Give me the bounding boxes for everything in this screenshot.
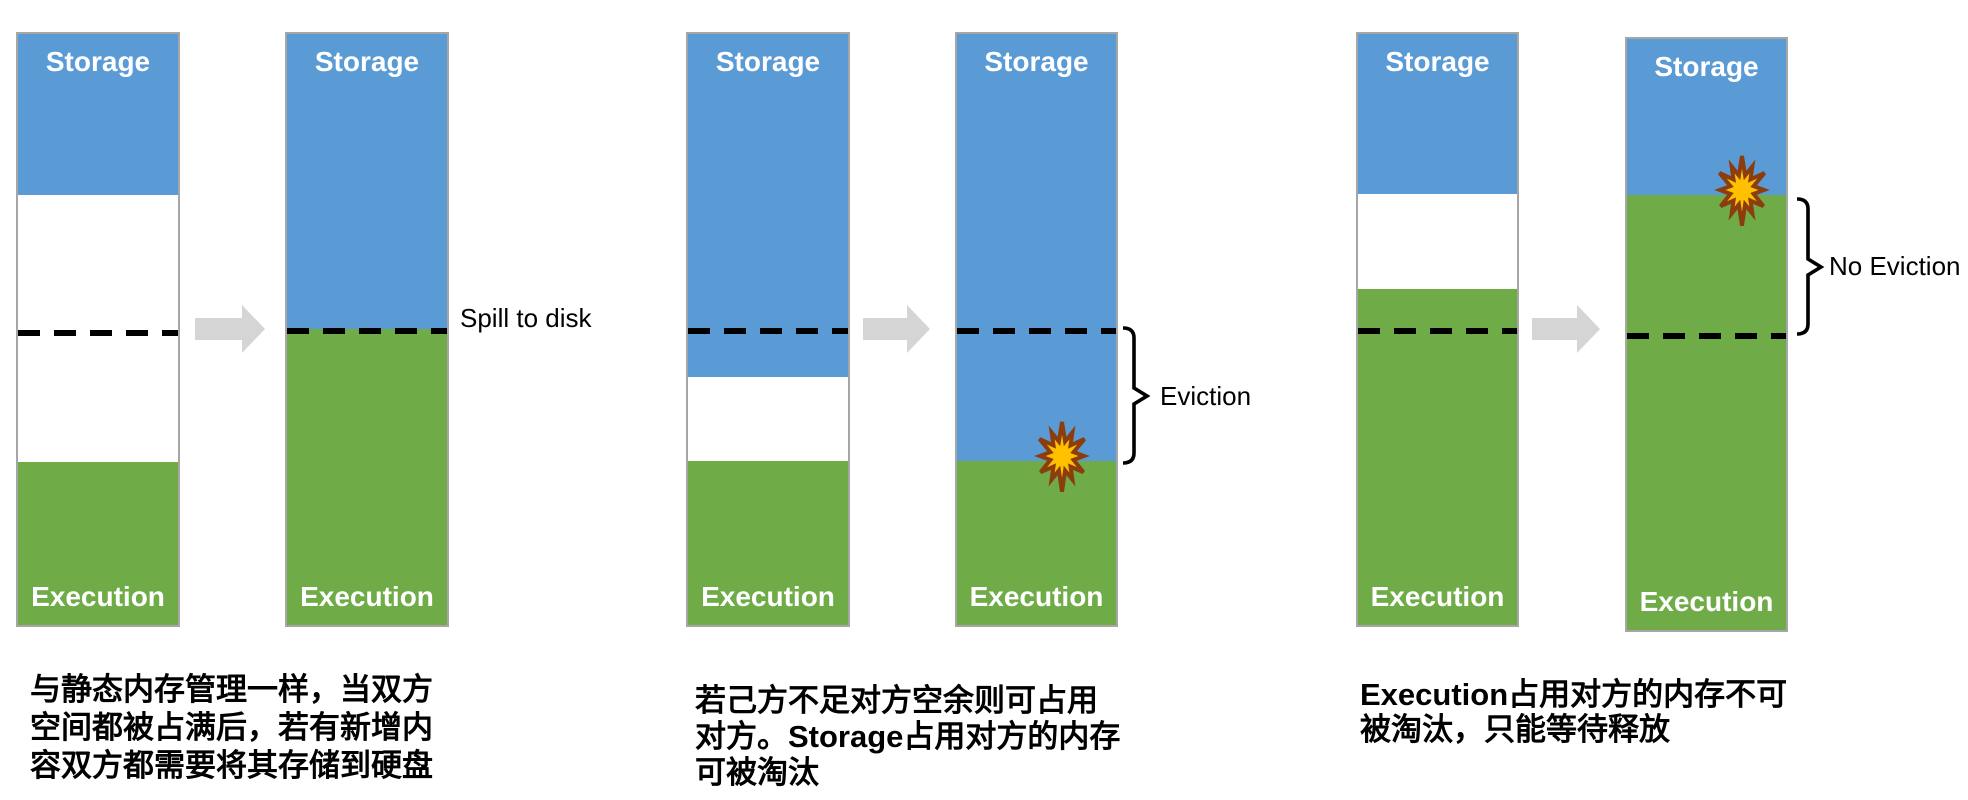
caption-line: 被淘汰，只能等待释放 — [1360, 712, 1670, 747]
storage-segment — [287, 34, 447, 329]
eviction-label: Eviction — [1160, 381, 1252, 411]
eviction-brace — [1122, 326, 1151, 465]
caption-line: 空间都被占满后，若有新增内 — [30, 710, 433, 745]
caption-line: 容双方都需要将其存储到硬盘 — [30, 748, 433, 783]
transition-arrow-icon — [1532, 305, 1600, 353]
storage-label: Storage — [314, 46, 420, 77]
execution-segment — [1627, 195, 1786, 630]
collision-burst-icon — [1034, 421, 1090, 492]
caption-execution-borrow: Execution占用对方的内存不可 被淘汰，只能等待释放 — [1360, 677, 1787, 747]
caption-line: 可被淘汰 — [695, 755, 819, 790]
no-eviction-label: No Eviction — [1829, 251, 1961, 281]
half-split-dashed-line — [18, 330, 178, 336]
caption-line: 对方。Storage占用对方的内存 — [695, 719, 1121, 754]
collision-burst-icon — [1714, 155, 1770, 226]
execution-label: Execution — [1370, 581, 1505, 612]
execution-segment — [1358, 289, 1517, 625]
storage-segment — [18, 34, 178, 195]
half-split-dashed-line — [1627, 333, 1786, 339]
caption-line: 若己方不足对方空余则可占用 — [695, 683, 1098, 718]
storage-label: Storage — [1385, 46, 1490, 77]
storage-segment — [1358, 34, 1517, 194]
execution-segment — [18, 462, 178, 625]
transition-arrow-icon — [195, 305, 265, 353]
spill-to-disk-label: Spill to disk — [460, 303, 592, 333]
free-segment — [1358, 194, 1517, 289]
execution-label: Execution — [969, 581, 1104, 612]
free-segment — [688, 377, 848, 461]
no-eviction-brace — [1796, 197, 1825, 336]
storage-segment — [957, 34, 1116, 461]
half-split-dashed-line — [1358, 328, 1517, 334]
caption-line: Execution占用对方的内存不可 — [1360, 677, 1788, 712]
execution-label: Execution — [701, 581, 835, 612]
half-split-dashed-line — [688, 328, 848, 334]
execution-segment — [688, 461, 848, 625]
caption-static-spill: 与静态内存管理一样，当双方 空间都被占满后，若有新增内 容双方都需要将其存储到硬… — [30, 671, 433, 785]
execution-segment — [957, 461, 1116, 625]
half-split-dashed-line — [287, 328, 447, 334]
execution-label: Execution — [300, 581, 434, 612]
execution-label: Execution — [31, 581, 165, 612]
storage-segment — [688, 34, 848, 377]
caption-storage-borrow: 若己方不足对方空余则可占用 对方。Storage占用对方的内存 可被淘汰 — [695, 683, 1120, 791]
storage-label: Storage — [715, 46, 821, 77]
storage-segment — [1627, 39, 1786, 195]
storage-label: Storage — [45, 46, 151, 77]
storage-label: Storage — [1654, 51, 1759, 82]
transition-arrow-icon — [863, 305, 930, 353]
execution-label: Execution — [1639, 586, 1774, 617]
half-split-dashed-line — [957, 328, 1116, 334]
execution-segment — [287, 329, 447, 625]
free-segment — [18, 195, 178, 462]
storage-label: Storage — [984, 46, 1089, 77]
caption-line: 与静态内存管理一样，当双方 — [30, 672, 433, 707]
